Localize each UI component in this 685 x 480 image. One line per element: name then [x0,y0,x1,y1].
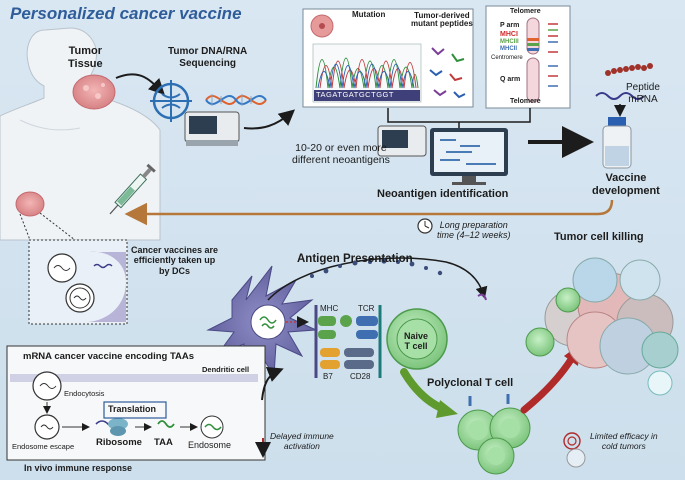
mhci-label: MHCI [500,31,518,38]
translation-label: Translation [108,404,157,414]
ribosome-label: Ribosome [96,437,142,448]
neoantigen-identification-label: Neoantigen identification [377,188,509,200]
polyclonal-t-cell-label: Polyclonal T cell [427,377,514,389]
tumor-cell-killing-label: Tumor cell killing [554,231,644,243]
dendritic-cell-icon [206,265,317,378]
dna-sequencer-icon [150,80,240,146]
mhciii-label: MHCIII [500,39,519,45]
telomere-bottom-label: Telomere [510,98,541,105]
endocytosis-label: Endocytosis [64,389,105,398]
page-title: Personalized cancer vaccine [10,4,242,23]
mutation-label: Mutation [352,10,386,19]
in-vivo-label: In vivo immune response [24,463,133,473]
vaccine-vial-icon [602,117,632,169]
synapse-receptors [314,305,382,378]
dna-helix-icon [205,94,267,106]
ribosome-icon [108,418,128,436]
sequence-letters: TAGATGATGCTGGT [316,90,394,99]
tumor-cluster-icon [525,257,679,375]
mrna-box-title: mRNA cancer vaccine encoding TAAs [23,351,195,362]
telomere-top-label: Telomere [510,8,541,15]
b7-label: B7 [323,372,333,381]
target-icon [563,432,581,450]
chromatogram [312,43,422,103]
human-silhouette-icon [0,27,161,241]
endosome-escape-label: Endosome escape [12,442,75,451]
p-arm-label: P arm [500,22,520,29]
cd28-label: CD28 [350,372,371,381]
endosome-label: Endosome [188,440,232,450]
dendritic-cell-label: Dendritic cell [202,365,250,374]
syringe-icon [109,163,156,215]
tcr-label: TCR [358,304,375,313]
q-arm-label: Q arm [500,76,521,83]
taa-label: TAA [154,437,173,448]
t-cell-icon [386,308,448,370]
peptide-beads [595,63,653,100]
computer-icon [377,125,508,185]
mhc-label: MHC [320,304,339,313]
antigen-presentation-label: Antigen Presentation [297,253,413,265]
centromere-label: Centromere [491,55,523,61]
peptide-glyphs [429,47,466,99]
tumor-tissue-icon [72,74,116,110]
mhcii-label: MHCII [500,46,517,52]
clock-icon [417,218,433,234]
